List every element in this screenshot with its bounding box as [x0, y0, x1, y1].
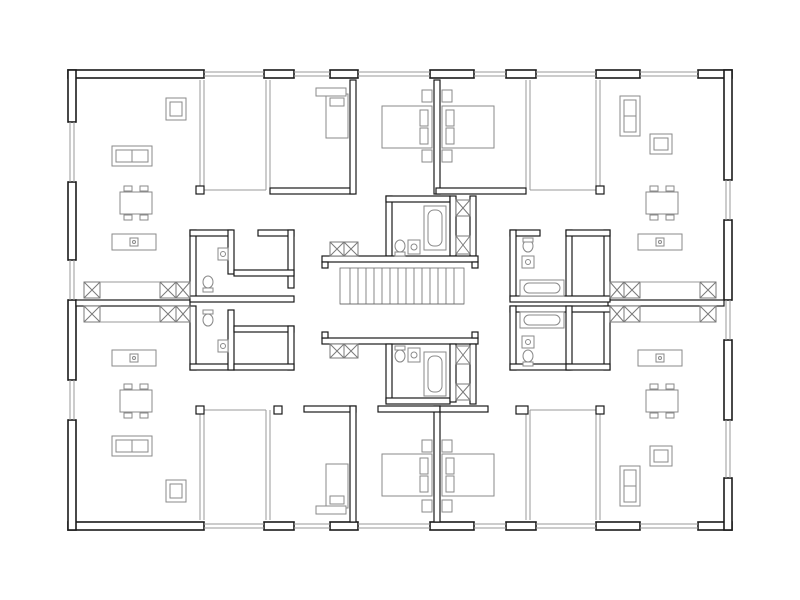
- furniture-left: [111, 97, 187, 503]
- sink-icon: [521, 335, 535, 349]
- sofa-icon: [111, 145, 153, 167]
- single-bed-icon: [315, 87, 349, 139]
- double-bed-icon: [381, 439, 433, 513]
- staircase-icon: [339, 267, 465, 305]
- sink-icon: [521, 255, 535, 269]
- exterior-walls: [67, 69, 733, 531]
- armchair-icon: [165, 97, 187, 121]
- bedroom-furniture: [315, 87, 495, 515]
- sofa-icon: [619, 95, 641, 137]
- double-bed-icon: [441, 89, 495, 163]
- dining-table-icon: [119, 383, 153, 419]
- armchair-icon: [649, 445, 673, 467]
- toilet-icon: [202, 275, 214, 293]
- sink-icon: [407, 347, 421, 363]
- bathtub-icon: [423, 205, 447, 251]
- toilet-icon: [202, 309, 214, 327]
- toilet-icon: [394, 239, 406, 257]
- bathtub-icon: [519, 279, 565, 297]
- storage-cross-icon: [83, 199, 717, 401]
- double-bed-icon: [381, 89, 433, 149]
- kitchen-island-icon: [637, 349, 683, 367]
- room-partitions: [199, 80, 601, 520]
- sink-icon: [407, 239, 421, 255]
- bathroom-fixtures: [202, 205, 565, 397]
- furniture-right: [619, 95, 683, 507]
- sofa-icon: [111, 435, 153, 457]
- toilet-icon: [522, 349, 534, 367]
- dining-table-icon: [645, 383, 679, 419]
- double-bed-icon: [441, 439, 495, 513]
- sink-icon: [217, 339, 229, 353]
- bathtub-icon: [423, 351, 447, 397]
- single-bed-icon: [315, 463, 349, 515]
- kitchen-island-icon: [637, 233, 683, 251]
- kitchen-island-icon: [111, 349, 157, 367]
- wall-stubs: [195, 185, 605, 415]
- toilet-icon: [394, 345, 406, 363]
- dining-table-icon: [645, 185, 679, 221]
- toilet-icon: [522, 237, 534, 253]
- armchair-icon: [649, 133, 673, 155]
- bathtub-icon: [519, 311, 565, 329]
- kitchen-island-icon: [111, 233, 157, 251]
- sink-icon: [217, 247, 229, 261]
- interior-walls: [75, 79, 725, 523]
- sofa-icon: [619, 465, 641, 507]
- armchair-icon: [165, 479, 187, 503]
- dining-table-icon: [119, 185, 153, 221]
